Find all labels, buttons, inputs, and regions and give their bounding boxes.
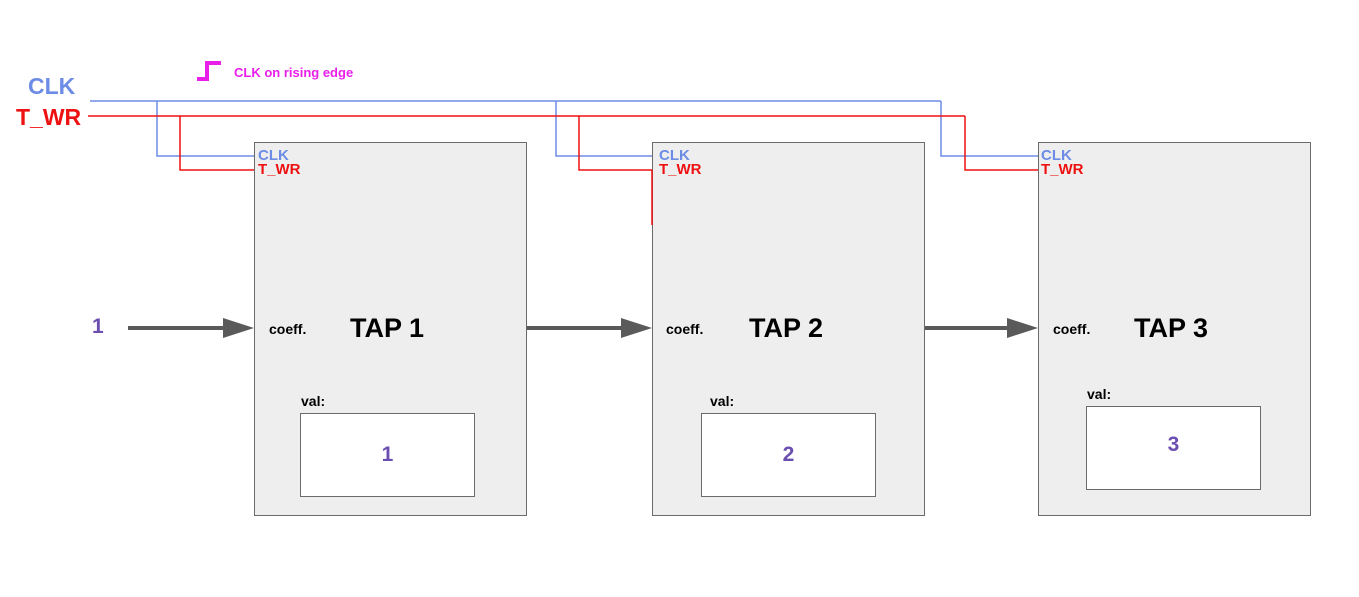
clk-signal-label: CLK [28, 73, 76, 99]
tap-1-twr-port: T_WR [258, 161, 301, 178]
tap-3-val-label: val: [1087, 386, 1112, 402]
tap-1-value-box: 1 [300, 413, 475, 497]
tap-3-clk-port: CLK [1041, 147, 1072, 164]
tap-3-coeff-label: coeff. [1053, 321, 1091, 337]
input-arrow [128, 318, 254, 338]
tap-3-value: 3 [1167, 433, 1180, 456]
tap-3-title: TAP 3 [1134, 313, 1209, 343]
tap1-to-tap2-arrow [527, 318, 652, 338]
tap-2-clk-port: CLK [659, 147, 690, 164]
clk-branch-3 [940, 101, 1038, 157]
tap-block-3 [1038, 142, 1311, 516]
legend-text: CLK on rising edge [234, 65, 354, 80]
tap-1-clk-port: CLK [258, 147, 289, 164]
tap-2-twr-port: T_WR [659, 161, 702, 178]
twr-branch-2 [578, 116, 652, 171]
tap-2-val-label: val: [710, 393, 735, 409]
tap-2-value: 2 [782, 443, 795, 466]
clk-branch-2 [555, 101, 652, 157]
tap-1-coeff-label: coeff. [269, 321, 307, 337]
clk-branch-1 [156, 101, 254, 157]
clk-wire [90, 100, 1038, 157]
tap-2-value-box: 2 [701, 413, 876, 497]
rising-edge-icon [197, 61, 221, 81]
tap-3-twr-port: T_WR [1041, 161, 1084, 178]
tap-1-value: 1 [381, 443, 394, 466]
input-value: 1 [92, 315, 104, 338]
tap-1-title: TAP 1 [350, 313, 425, 343]
tap2-to-tap3-arrow [925, 318, 1038, 338]
twr-wire [88, 115, 1038, 225]
twr-branch-3 [964, 116, 1038, 171]
twr-branch-1 [179, 116, 254, 171]
tap-1-val-label: val: [301, 393, 326, 409]
tap-2-coeff-label: coeff. [666, 321, 704, 337]
tap-2-title: TAP 2 [749, 313, 824, 343]
twr-signal-label: T_WR [16, 104, 82, 130]
tap-3-value-box: 3 [1086, 406, 1261, 490]
